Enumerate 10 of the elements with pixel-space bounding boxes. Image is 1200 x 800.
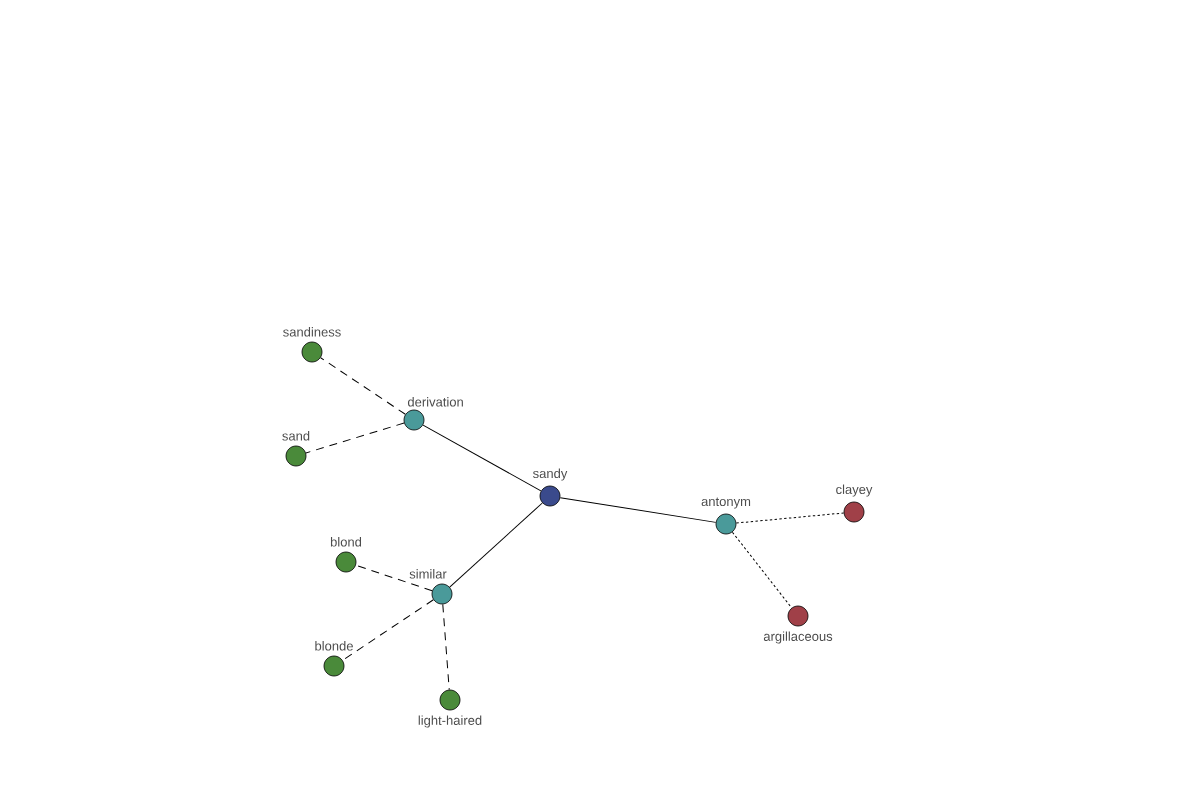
connector-line <box>305 422 405 454</box>
connector-line <box>355 564 433 592</box>
connector-line <box>559 497 717 523</box>
connector-line <box>320 357 406 415</box>
connector-line <box>735 512 845 524</box>
connector-line <box>422 424 542 492</box>
connector-line <box>449 502 543 588</box>
connector-line <box>342 599 434 661</box>
connector-line <box>731 531 793 609</box>
connector-line <box>442 603 450 691</box>
